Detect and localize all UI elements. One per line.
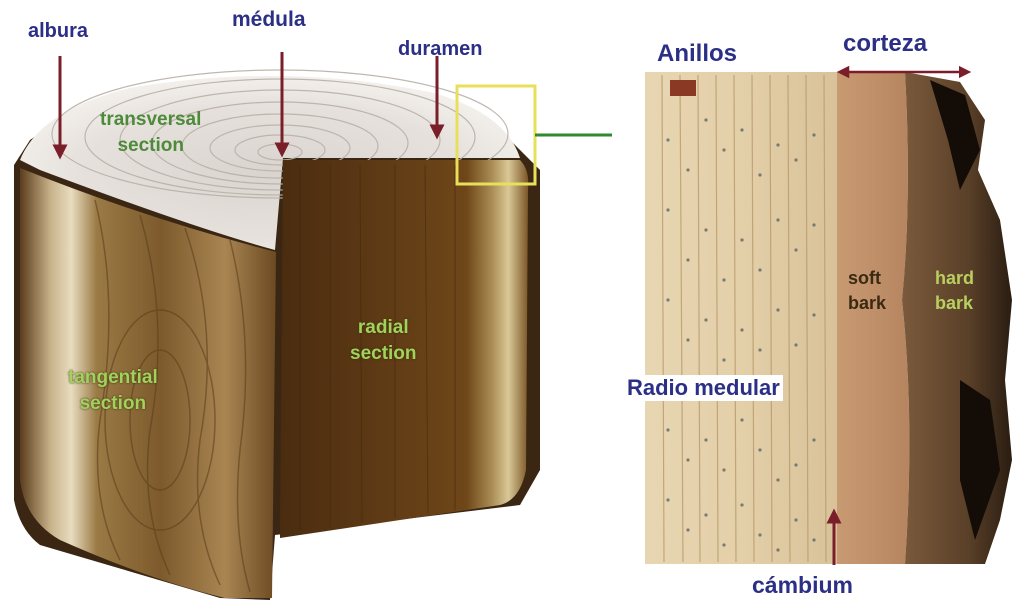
tangential-line2: section	[68, 391, 158, 417]
radial-section-label: radial section	[350, 315, 417, 367]
anillos-label: Anillos	[657, 40, 737, 68]
radio-medular-label: Radio medular	[624, 375, 783, 401]
scale-marker	[670, 80, 696, 96]
hard-bark-label: hard bark	[935, 266, 974, 316]
microscope-detail	[645, 72, 1012, 565]
medula-label: médula	[232, 8, 306, 32]
transversal-line1: transversal	[100, 107, 201, 133]
duramen-label: duramen	[398, 38, 482, 61]
soft-bark-area	[837, 72, 909, 564]
transversal-section-label: transversal section	[100, 107, 201, 159]
corteza-label: corteza	[843, 30, 927, 58]
hard-bark-line2: bark	[935, 291, 974, 316]
soft-bark-line1: soft	[848, 266, 886, 291]
tangential-section-label: tangential section	[68, 365, 158, 417]
radial-line2: section	[350, 341, 417, 367]
cambium-label: cámbium	[752, 572, 853, 599]
hard-bark-line1: hard	[935, 266, 974, 291]
albura-label: albura	[28, 20, 88, 43]
transversal-line2: section	[100, 133, 201, 159]
tangential-line1: tangential	[68, 365, 158, 391]
radial-line1: radial	[350, 315, 417, 341]
soft-bark-line2: bark	[848, 291, 886, 316]
soft-bark-label: soft bark	[848, 266, 886, 316]
